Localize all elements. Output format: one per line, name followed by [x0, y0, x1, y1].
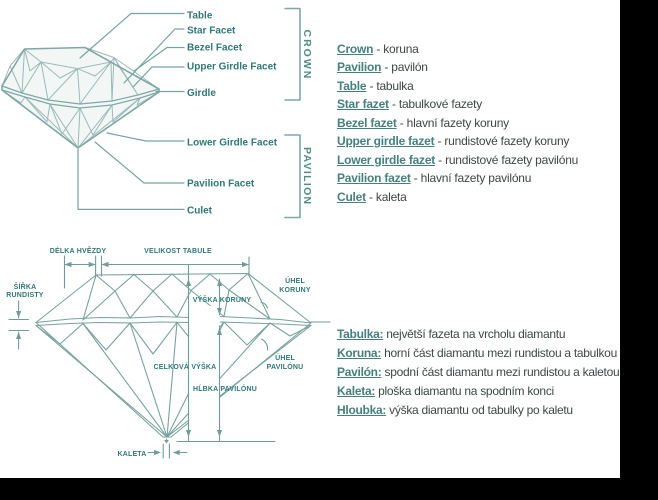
svg-text:ÚHEL: ÚHEL [285, 276, 305, 285]
svg-text:VÝŠKA KORUNY: VÝŠKA KORUNY [193, 295, 252, 304]
svg-text:Pavilion Facet: Pavilion Facet [187, 178, 255, 189]
svg-text:Star Facet: Star Facet [187, 26, 236, 37]
svg-text:PAVILION: PAVILION [301, 147, 313, 205]
svg-text:Girdle: Girdle [187, 88, 216, 99]
svg-text:Lower Girdle Facet: Lower Girdle Facet [187, 137, 278, 148]
svg-text:KALETA: KALETA [117, 451, 146, 458]
svg-text:HĹBKA PAVILÓNU: HĹBKA PAVILÓNU [193, 384, 257, 393]
svg-text:PAVILÓNU: PAVILÓNU [267, 362, 304, 371]
svg-text:RUNDISTY: RUNDISTY [6, 292, 44, 299]
svg-text:KORUNY: KORUNY [279, 287, 311, 294]
svg-text:Culet: Culet [187, 206, 213, 217]
svg-text:DÉLKA HVĚZDY: DÉLKA HVĚZDY [50, 246, 107, 255]
svg-text:CELKOVÁ VÝŠKA: CELKOVÁ VÝŠKA [154, 362, 217, 371]
svg-text:ÚHEL: ÚHEL [275, 353, 295, 362]
svg-text:CROWN: CROWN [301, 30, 313, 81]
svg-text:ŠÍŘKA: ŠÍŘKA [14, 282, 37, 291]
svg-text:Table: Table [187, 11, 213, 22]
svg-text:VELIKOST TABULE: VELIKOST TABULE [144, 248, 212, 255]
svg-text:Upper Girdle Facet: Upper Girdle Facet [187, 62, 277, 73]
svg-text:Bezel Facet: Bezel Facet [187, 43, 243, 54]
